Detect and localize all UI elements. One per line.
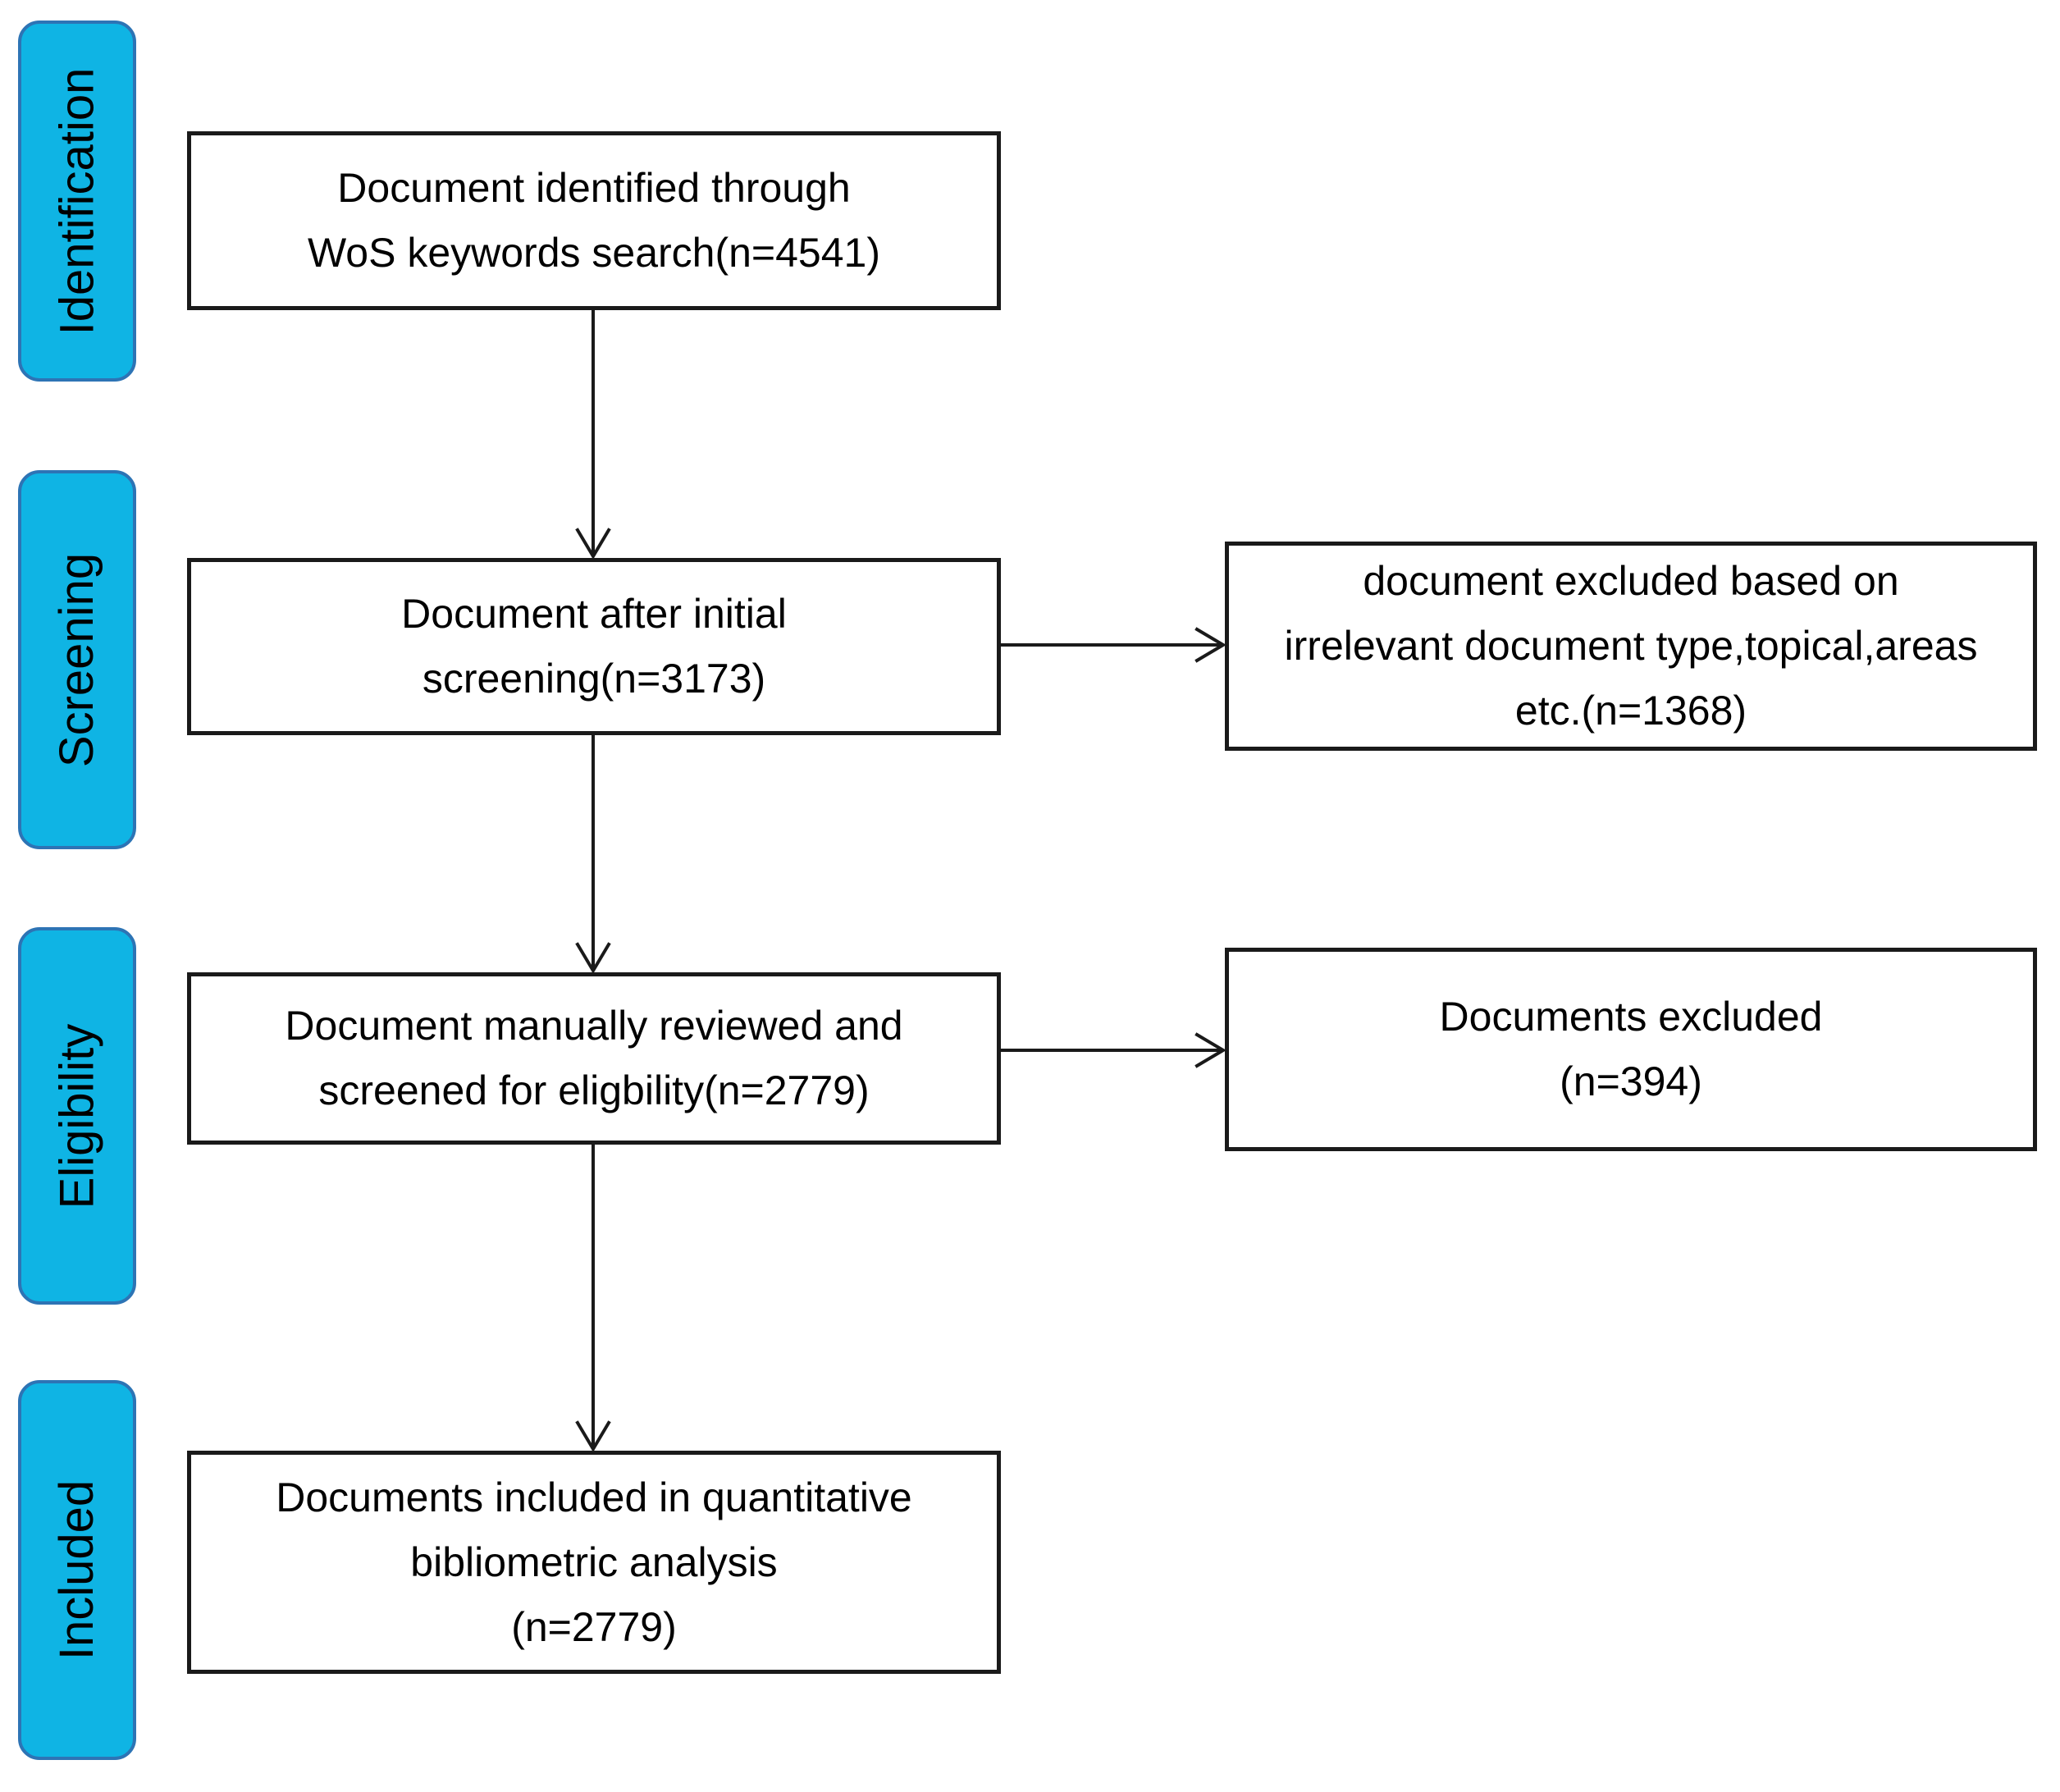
- arrow-screening-to-exclusion: [999, 627, 1226, 663]
- stage-eligibility-label: Eligibility: [50, 1023, 104, 1209]
- flow-box-included-line-3: (n=2779): [511, 1603, 677, 1650]
- flow-box-reviewed-line-1: Document manually reviewed and: [285, 1003, 903, 1049]
- exclusion-box-1-line-1: document excluded based on: [1363, 558, 1899, 604]
- exclusion-box-2-line-2: (n=394): [1560, 1058, 1702, 1104]
- exclusion-box-after-eligibility: Documents excluded (n=394): [1225, 948, 2037, 1151]
- flow-box-identified-line-1: Document identified through: [337, 165, 851, 211]
- arrow-screening-to-reviewed: [575, 734, 611, 974]
- exclusion-box-after-screening: document excluded based on irrelevant do…: [1225, 542, 2037, 751]
- stage-identification-label: Identification: [50, 67, 104, 335]
- exclusion-box-2-line-1: Documents excluded: [1439, 994, 1823, 1040]
- stage-screening: Screening: [18, 470, 136, 849]
- arrow-identified-to-screening: [575, 309, 611, 560]
- flow-box-screening-line-1: Document after initial: [401, 591, 787, 637]
- flow-box-included-line-2: bibliometric analysis: [410, 1538, 778, 1585]
- flow-box-after-initial-screening: Document after initial screening(n=3173): [187, 558, 1001, 735]
- stage-eligibility: Eligibility: [18, 927, 136, 1305]
- flow-box-included-in-analysis: Documents included in quantitative bibli…: [187, 1451, 1001, 1674]
- flow-box-manually-reviewed: Document manually reviewed and screened …: [187, 972, 1001, 1145]
- flow-box-included-line-1: Documents included in quantitative: [276, 1474, 912, 1520]
- flow-box-identified: Document identified through WoS keywords…: [187, 131, 1001, 310]
- exclusion-box-1-line-3: etc.(n=1368): [1514, 688, 1747, 734]
- stage-included-label: Included: [50, 1479, 104, 1661]
- stage-screening-label: Screening: [50, 552, 104, 767]
- arrow-reviewed-to-included: [575, 1143, 611, 1452]
- flow-box-screening-line-2: screening(n=3173): [422, 656, 766, 702]
- flow-box-identified-line-2: WoS keywords search(n=4541): [307, 230, 881, 276]
- flow-box-reviewed-line-2: screened for eligbility(n=2779): [318, 1067, 870, 1113]
- stage-identification: Identification: [18, 21, 136, 382]
- exclusion-box-1-line-2: irrelevant document type,topical,areas: [1284, 623, 1978, 669]
- stage-included: Included: [18, 1380, 136, 1760]
- arrow-reviewed-to-exclusion: [999, 1032, 1226, 1068]
